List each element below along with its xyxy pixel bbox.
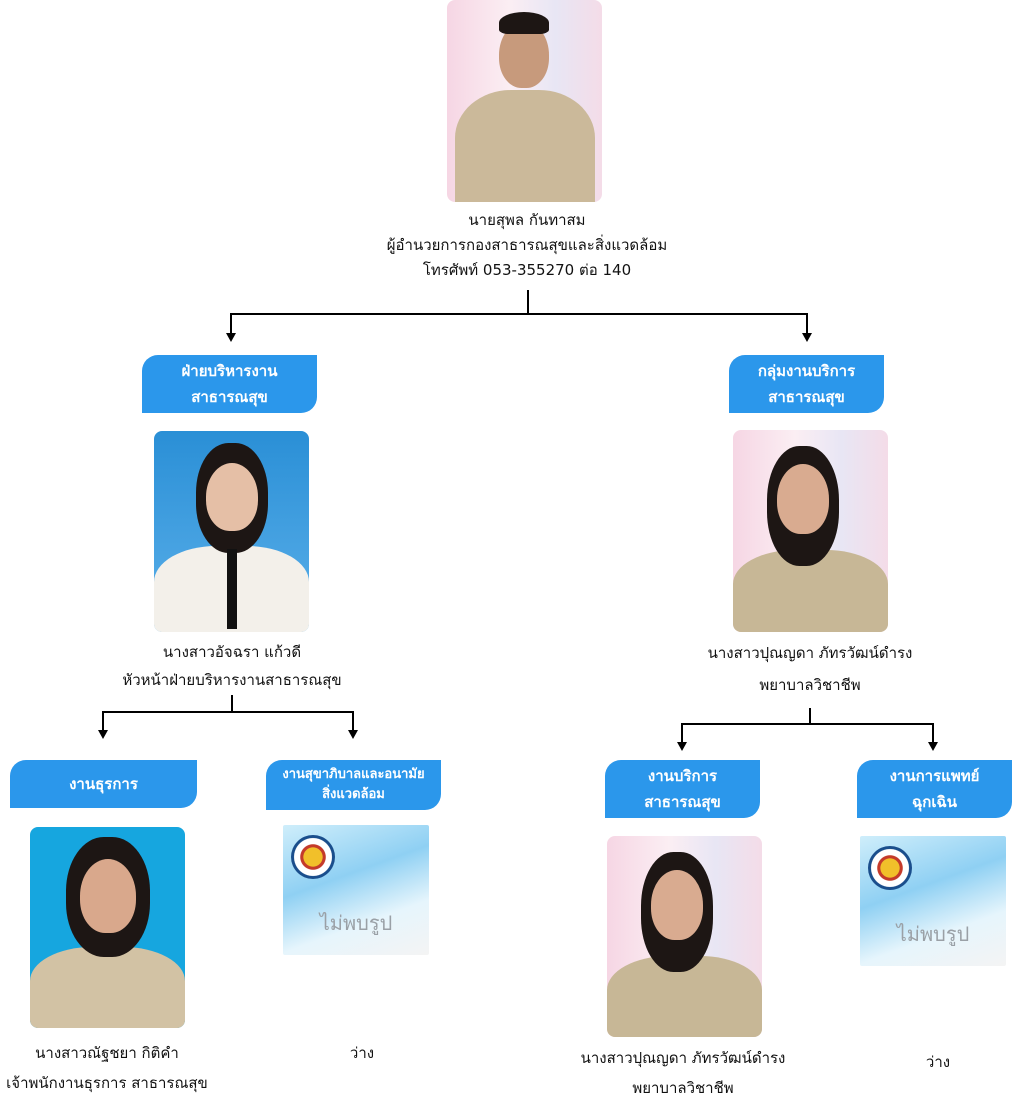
- right-head-name: นางสาวปุณญดา ภัทรวัฒน์ดำรง: [707, 644, 913, 662]
- box-label: สิ่งแวดล้อม: [322, 787, 385, 802]
- no-photo-text: ไม่พบรูป: [896, 922, 970, 946]
- right-sub1-photo: [607, 836, 762, 1037]
- arrow-down-icon: [226, 333, 236, 342]
- arrow-down-icon: [348, 730, 358, 739]
- box-label: งานบริการ: [647, 767, 718, 785]
- box-label: สาธารณสุข: [768, 388, 845, 406]
- no-photo-placeholder: ไม่พบรูป: [283, 825, 429, 955]
- arrow-down-icon: [802, 333, 812, 342]
- no-photo-placeholder: ไม่พบรูป: [860, 836, 1006, 966]
- box-label: ฉุกเฉิน: [912, 793, 957, 811]
- left-sub1-name: นางสาวณัฐชยา กิติคำ: [35, 1044, 179, 1062]
- section-box-general-admin: งานธุรการ: [10, 760, 197, 808]
- box-label: สาธารณสุข: [191, 388, 268, 406]
- director-name: นายสุพล กันทาสม: [468, 211, 586, 229]
- arrow-down-icon: [677, 742, 687, 751]
- box-label: สาธารณสุข: [644, 793, 721, 811]
- division-box-service: กลุ่มงานบริการ สาธารณสุข: [729, 355, 884, 413]
- connector: [932, 723, 934, 743]
- connector: [681, 723, 934, 725]
- left-head-photo: [154, 431, 309, 632]
- left-sub1-title: เจ้าพนักงานธุรการ สาธารณสุข: [6, 1074, 208, 1092]
- connector: [809, 708, 811, 725]
- left-head-name: นางสาวอัจฉรา แก้วดี: [162, 643, 302, 661]
- section-box-public-health-service: งานบริการ สาธารณสุข: [605, 760, 760, 818]
- right-sub1-title: พยาบาลวิชาชีพ: [632, 1079, 734, 1097]
- connector: [806, 313, 808, 333]
- connector: [352, 711, 354, 731]
- connector: [231, 695, 233, 713]
- arrow-down-icon: [98, 730, 108, 739]
- logo-icon: [868, 846, 912, 890]
- box-label: ฝ่ายบริหารงาน: [181, 362, 278, 380]
- box-label: กลุ่มงานบริการ: [757, 362, 856, 380]
- division-box-admin: ฝ่ายบริหารงาน สาธารณสุข: [142, 355, 317, 413]
- left-sub1-photo: [30, 827, 185, 1028]
- connector: [527, 290, 529, 314]
- no-photo-text: ไม่พบรูป: [319, 911, 393, 935]
- right-sub2-name: ว่าง: [925, 1053, 951, 1071]
- box-label: งานการแพทย์: [889, 767, 980, 785]
- right-sub1-name: นางสาวปุณญดา ภัทรวัฒน์ดำรง: [580, 1049, 786, 1067]
- director-title: ผู้อำนวยการกองสาธารณสุขและสิ่งแวดล้อม: [386, 236, 668, 254]
- left-head-title: หัวหน้าฝ่ายบริหารงานสาธารณสุข: [122, 671, 342, 689]
- section-box-sanitation: งานสุขาภิบาลและอนามัย สิ่งแวดล้อม: [266, 760, 441, 810]
- left-sub2-name: ว่าง: [349, 1044, 375, 1062]
- connector: [230, 313, 808, 315]
- connector: [681, 723, 683, 743]
- director-phone: โทรศัพท์ 053-355270 ต่อ 140: [422, 261, 632, 279]
- right-head-photo: [733, 430, 888, 632]
- connector: [230, 313, 232, 333]
- box-label: งานธุรการ: [69, 775, 138, 793]
- section-box-emergency-medicine: งานการแพทย์ ฉุกเฉิน: [857, 760, 1012, 818]
- right-head-title: พยาบาลวิชาชีพ: [759, 676, 861, 694]
- director-photo: [447, 0, 602, 202]
- connector: [102, 711, 354, 713]
- arrow-down-icon: [928, 742, 938, 751]
- box-label: งานสุขาภิบาลและอนามัย: [282, 767, 425, 782]
- connector: [102, 711, 104, 731]
- logo-icon: [291, 835, 335, 879]
